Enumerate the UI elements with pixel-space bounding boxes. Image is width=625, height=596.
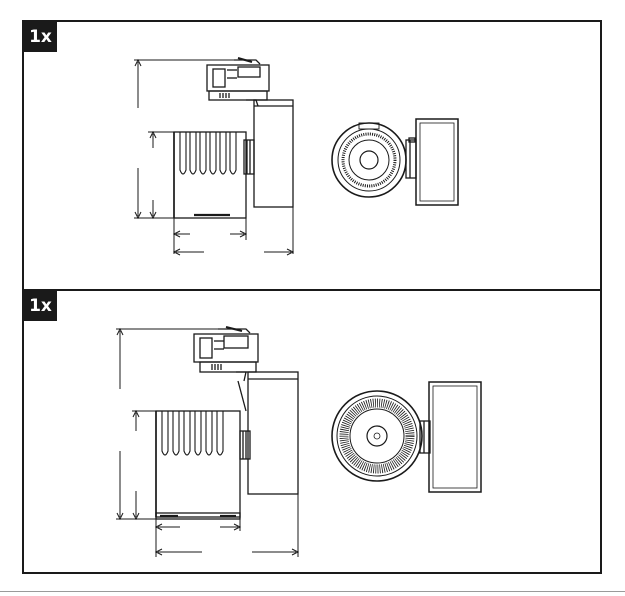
diagram-panel-small: 1x: [22, 20, 602, 291]
driver-box-side: [246, 100, 293, 207]
track-adapter-side: [194, 327, 258, 372]
lamp-head-side: [156, 411, 250, 519]
driver-box-side: [236, 372, 298, 494]
track-light-drawing-small: [24, 22, 600, 289]
footer-rule: [0, 591, 625, 592]
lamp-front-view-large: [332, 382, 481, 492]
lamp-front-view-small: [332, 119, 458, 205]
track-adapter-side: [207, 58, 269, 100]
dimension-lines-large: [116, 329, 298, 557]
lamp-head-side: [174, 132, 254, 218]
track-light-drawing-large: [24, 291, 600, 572]
diagram-panel-large: 1x: [22, 289, 602, 574]
